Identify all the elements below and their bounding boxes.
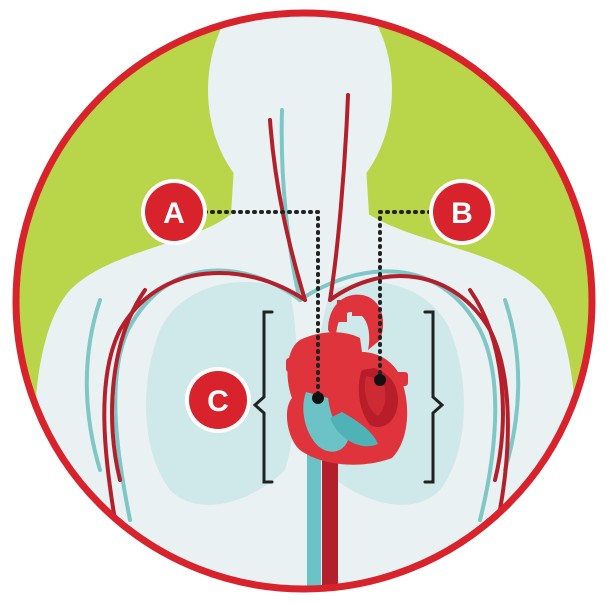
marker-b-label: B bbox=[451, 197, 473, 230]
marker-b: B bbox=[429, 179, 495, 245]
marker-c-label: C bbox=[207, 385, 229, 418]
marker-a: A bbox=[141, 179, 207, 245]
pointer-dot-a bbox=[312, 392, 324, 404]
carotid-stub bbox=[352, 296, 362, 316]
marker-c: C bbox=[185, 367, 251, 433]
pointer-dot-b bbox=[374, 374, 386, 386]
pulmonary-stub-left bbox=[286, 358, 310, 372]
marker-a-label: A bbox=[163, 197, 185, 230]
brachiocephalic-stub bbox=[337, 300, 347, 322]
